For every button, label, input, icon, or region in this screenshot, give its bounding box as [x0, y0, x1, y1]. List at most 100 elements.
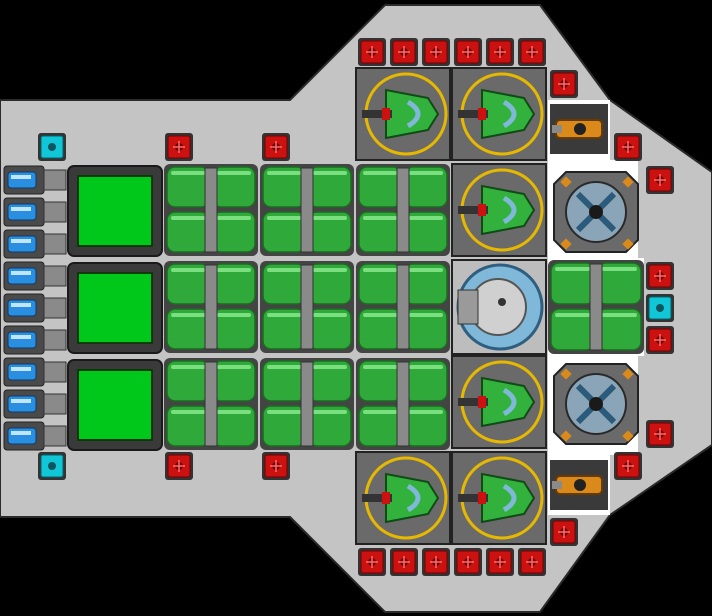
gyro-bolt	[622, 176, 634, 188]
cannon-turret-icon[interactable]	[355, 451, 451, 545]
tank-shine	[171, 313, 205, 317]
fuel-tank-icon[interactable]	[356, 261, 450, 353]
red-armor-block-icon[interactable]	[262, 452, 290, 480]
red-armor-block-icon[interactable]	[390, 38, 418, 66]
armor-cross	[430, 46, 442, 58]
red-armor-block-icon[interactable]	[358, 38, 386, 66]
fuel-tank-icon[interactable]	[356, 358, 450, 450]
turret-visor	[406, 99, 421, 129]
engine-nozzle-icon[interactable]	[3, 229, 67, 259]
turret-barrel	[458, 206, 488, 214]
tank-shine	[267, 216, 301, 220]
engine-nozzle-icon[interactable]	[3, 421, 67, 451]
turret-visor	[406, 483, 421, 513]
fuel-tank-icon[interactable]	[164, 261, 258, 353]
cannon-turret-icon[interactable]	[451, 67, 547, 161]
turret-muzzle	[382, 492, 390, 504]
cyan-armor-block-icon[interactable]	[38, 452, 66, 480]
gyroscope-icon[interactable]	[553, 363, 639, 445]
armor-cross	[654, 270, 666, 282]
cannon-turret-icon[interactable]	[451, 163, 547, 257]
fuel-tank-icon[interactable]	[260, 358, 354, 450]
gyro-hub	[589, 205, 603, 219]
reactor-screen	[77, 175, 153, 247]
engine-nozzle-icon[interactable]	[3, 197, 67, 227]
red-armor-block-icon[interactable]	[646, 166, 674, 194]
reactor-screen-icon[interactable]	[67, 262, 163, 354]
tank-shine	[363, 365, 397, 369]
fuel-tank-icon[interactable]	[260, 261, 354, 353]
nozzle-coupling	[43, 297, 67, 319]
engine-nozzle-icon[interactable]	[3, 261, 67, 291]
nozzle-highlight	[11, 399, 31, 403]
nozzle-coupling	[43, 393, 67, 415]
red-armor-block-icon[interactable]	[550, 518, 578, 546]
red-armor-block-icon[interactable]	[165, 133, 193, 161]
red-armor-block-icon[interactable]	[454, 38, 482, 66]
armor-cross	[622, 141, 634, 153]
red-armor-block-icon[interactable]	[165, 452, 193, 480]
red-armor-block-icon[interactable]	[518, 548, 546, 576]
railgun-icon[interactable]	[550, 104, 608, 154]
gyro-bolt	[560, 238, 572, 250]
engine-nozzle-icon[interactable]	[3, 293, 67, 323]
turret-body	[481, 376, 536, 428]
turret-barrel	[458, 494, 488, 502]
engine-nozzle-icon[interactable]	[3, 357, 67, 387]
nozzle-highlight	[11, 271, 31, 275]
cockpit-hatch	[457, 289, 479, 325]
red-armor-block-icon[interactable]	[614, 452, 642, 480]
cannon-turret-icon[interactable]	[451, 451, 547, 545]
red-armor-block-icon[interactable]	[390, 548, 418, 576]
red-armor-block-icon[interactable]	[486, 548, 514, 576]
tank-shine	[267, 365, 301, 369]
fuel-tank-icon[interactable]	[260, 164, 354, 256]
tank-shine	[313, 410, 347, 414]
red-armor-block-icon[interactable]	[518, 38, 546, 66]
engine-nozzle-icon[interactable]	[3, 165, 67, 195]
nozzle-highlight	[11, 175, 31, 179]
red-armor-block-icon[interactable]	[422, 38, 450, 66]
cockpit-dome-icon[interactable]	[451, 259, 547, 355]
red-armor-block-icon[interactable]	[646, 420, 674, 448]
red-armor-block-icon[interactable]	[454, 548, 482, 576]
armor-cross	[494, 556, 506, 568]
armor-cross	[270, 141, 282, 153]
fuel-tank-icon[interactable]	[356, 164, 450, 256]
cannon-turret-icon[interactable]	[451, 355, 547, 449]
nozzle-glow	[7, 203, 37, 221]
armor-cross	[654, 334, 666, 346]
red-armor-block-icon[interactable]	[646, 262, 674, 290]
armor-rivet	[48, 143, 56, 151]
reactor-screen-icon[interactable]	[67, 165, 163, 257]
tank-shine	[409, 365, 443, 369]
armor-cross	[366, 46, 378, 58]
red-armor-block-icon[interactable]	[422, 548, 450, 576]
fuel-tank-icon[interactable]	[164, 164, 258, 256]
red-armor-block-icon[interactable]	[614, 133, 642, 161]
turret-barrel	[362, 494, 392, 502]
red-armor-block-icon[interactable]	[550, 70, 578, 98]
engine-nozzle-icon[interactable]	[3, 389, 67, 419]
nozzle-glow	[7, 267, 37, 285]
gyroscope-icon[interactable]	[553, 171, 639, 253]
tank-shine	[602, 313, 637, 317]
engine-nozzle-icon[interactable]	[3, 325, 67, 355]
armor-cross	[430, 556, 442, 568]
fuel-tank-icon[interactable]	[548, 260, 644, 354]
red-armor-block-icon[interactable]	[358, 548, 386, 576]
fuel-tank-icon[interactable]	[164, 358, 258, 450]
cannon-turret-icon[interactable]	[355, 67, 451, 161]
red-armor-block-icon[interactable]	[262, 133, 290, 161]
railgun-icon[interactable]	[550, 460, 608, 510]
railgun-core	[574, 479, 586, 491]
armor-rivet	[656, 304, 664, 312]
cyan-armor-block-icon[interactable]	[646, 294, 674, 322]
red-armor-block-icon[interactable]	[646, 326, 674, 354]
reactor-screen-icon[interactable]	[67, 359, 163, 451]
cyan-armor-block-icon[interactable]	[38, 133, 66, 161]
red-armor-block-icon[interactable]	[486, 38, 514, 66]
tank-shine	[217, 216, 251, 220]
nozzle-highlight	[11, 239, 31, 243]
